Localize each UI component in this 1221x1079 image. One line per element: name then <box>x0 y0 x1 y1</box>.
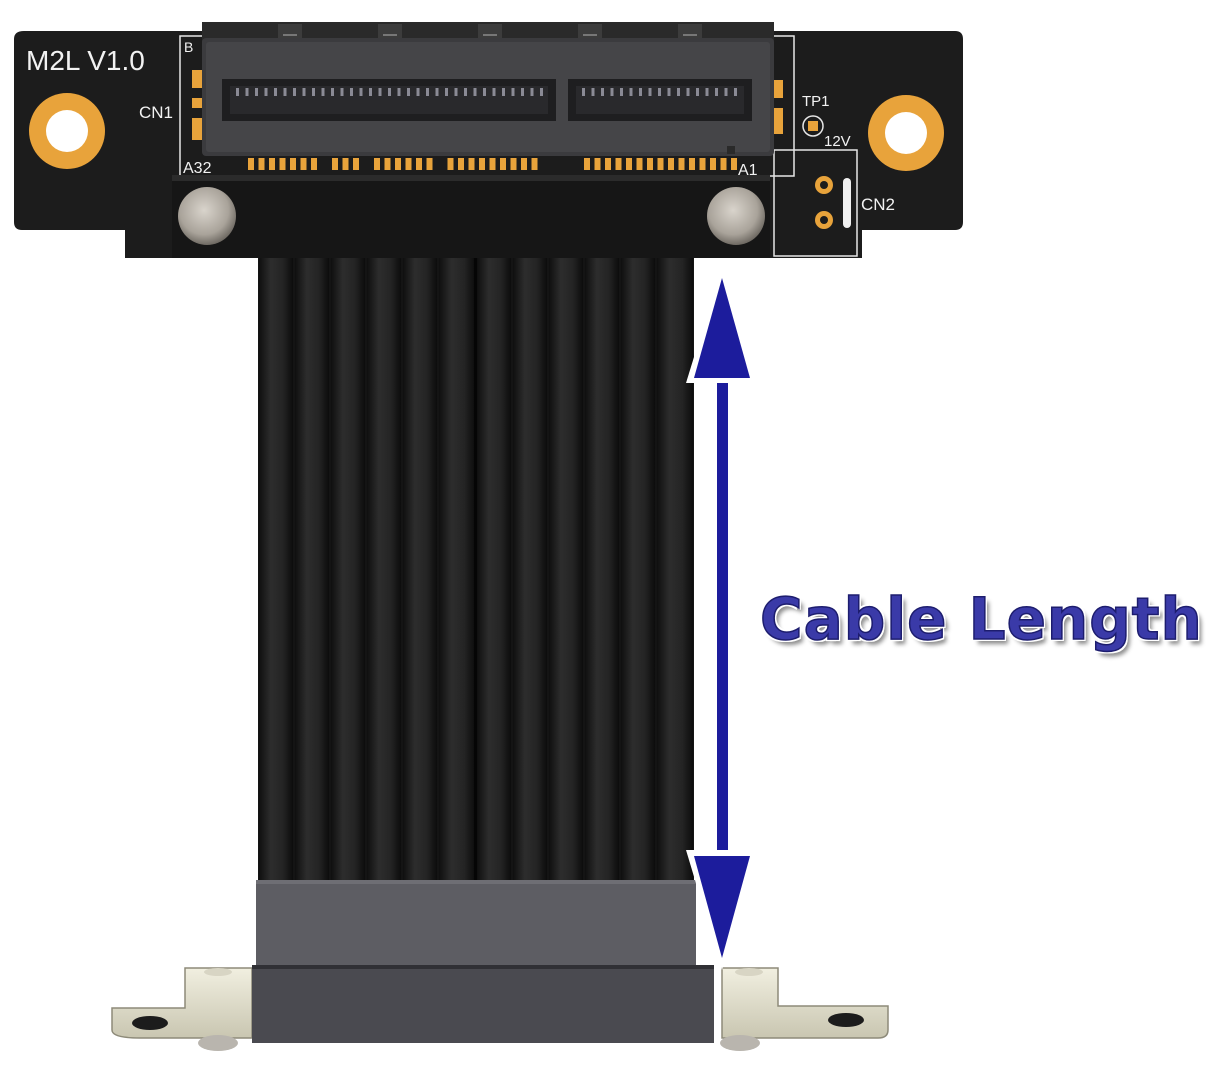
test-point-tp1 <box>802 115 824 137</box>
arrow-up-head-icon <box>694 278 750 378</box>
pcb-pin-row <box>248 158 737 170</box>
voltage-12v-label: 12V <box>824 133 851 150</box>
cable-length-arrow <box>686 266 758 970</box>
connector-cn1-label: CN1 <box>139 103 173 122</box>
pcie-slot-connector <box>202 22 774 156</box>
mounting-hole-left <box>29 93 105 169</box>
pin-b-label: B <box>184 39 193 55</box>
bottom-bracket <box>111 967 889 1051</box>
board-model-label: M2L V1.0 <box>26 45 145 76</box>
mounting-hole-right <box>868 95 944 171</box>
power-connector-cn2 <box>815 176 851 229</box>
ribbon-cable <box>258 258 694 882</box>
screw-right-icon <box>707 187 765 245</box>
side-pads <box>192 70 783 140</box>
connector-cn2-label: CN2 <box>861 195 895 214</box>
screw-left-icon <box>178 187 236 245</box>
bottom-edge-connector <box>252 880 714 1043</box>
cable-length-label: Cable Length <box>759 584 1203 654</box>
tp1-label: TP1 <box>802 93 830 110</box>
arrow-down-head-icon <box>694 856 750 958</box>
cable-clamp-bar <box>172 175 770 258</box>
pin-a1-label: A1 <box>738 162 758 179</box>
pin-a32-label: A32 <box>183 160 212 177</box>
